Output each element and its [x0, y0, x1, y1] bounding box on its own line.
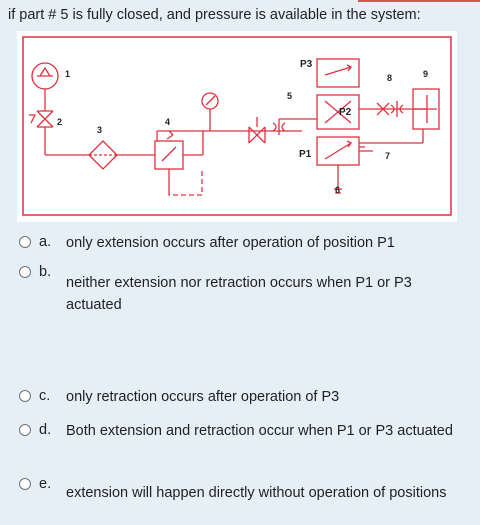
label-1: 1 — [65, 69, 70, 79]
diagram-frame — [22, 36, 452, 216]
radio-b[interactable] — [19, 266, 31, 278]
pneumatic-circuit-diagram: 1 2 3 4 5 6 7 8 9 P3 P2 P1 — [17, 31, 457, 222]
label-9: 9 — [423, 69, 428, 79]
radio-d[interactable] — [19, 424, 31, 436]
question-text: if part # 5 is fully closed, and pressur… — [8, 7, 421, 23]
flow-control-left — [272, 119, 286, 135]
label-2: 2 — [57, 117, 62, 127]
top-accent-bar — [358, 0, 480, 2]
top-border — [0, 0, 480, 3]
label-5: 5 — [287, 91, 292, 101]
directional-valve-p2 — [316, 94, 360, 130]
flow-control-right — [376, 102, 390, 116]
option-a-letter: a. — [39, 234, 52, 250]
valve-5-symbol — [248, 126, 266, 144]
option-b-text: neither extension nor retraction occurs … — [66, 275, 412, 313]
label-p2: P2 — [339, 107, 352, 118]
label-8: 8 — [387, 73, 392, 83]
label-p3: P3 — [300, 59, 313, 70]
option-a-text: only extension occurs after operation of… — [66, 235, 395, 251]
label-4: 4 — [165, 117, 170, 127]
option-c-letter: c. — [39, 388, 51, 404]
radio-c[interactable] — [19, 390, 31, 402]
radio-a[interactable] — [19, 236, 31, 248]
option-e-letter: e. — [39, 476, 52, 492]
label-p1: P1 — [299, 149, 312, 160]
label-6: 6 — [335, 185, 340, 195]
regulator-symbol — [154, 140, 184, 170]
option-e-text: extension will happen directly without o… — [66, 485, 447, 501]
option-d-text: Both extension and retraction occur when… — [66, 423, 453, 439]
option-b-letter: b. — [39, 264, 52, 280]
label-3: 3 — [97, 125, 102, 135]
filter-symbol — [88, 140, 118, 170]
shutoff-valve-symbol — [36, 110, 54, 128]
option-d-letter: d. — [39, 422, 52, 438]
label-7: 7 — [385, 151, 390, 161]
directional-valve-p3 — [316, 58, 360, 88]
radio-e[interactable] — [19, 478, 31, 490]
option-c-text: only retraction occurs after operation o… — [66, 389, 340, 405]
